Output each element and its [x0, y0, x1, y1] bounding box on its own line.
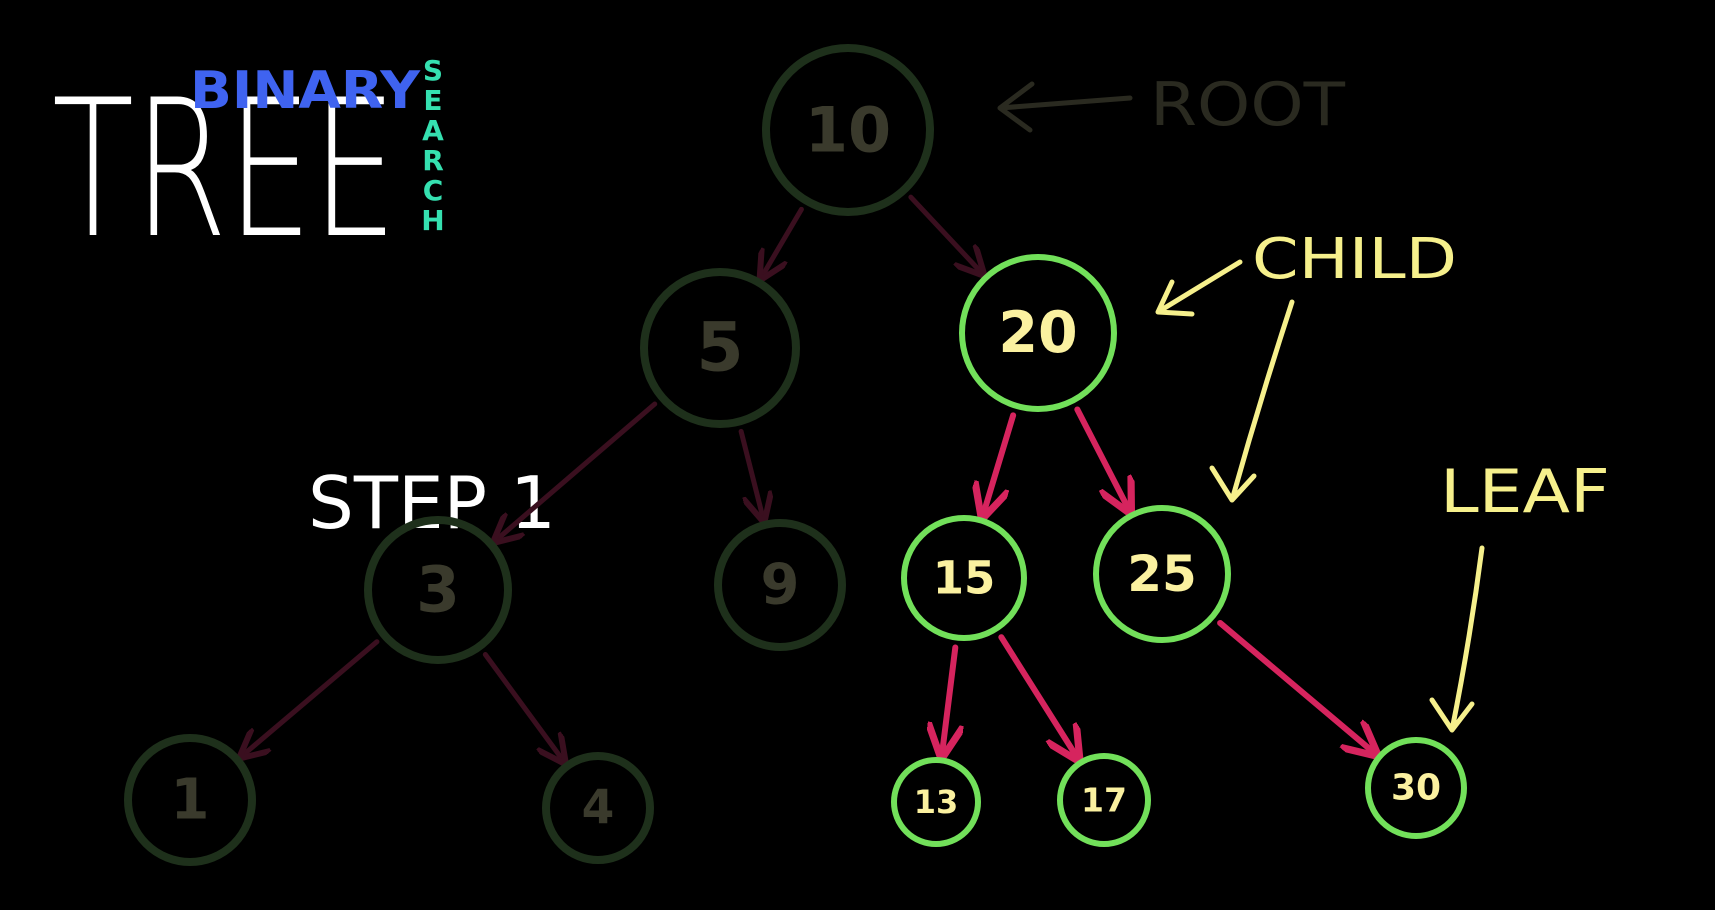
node-circle	[1057, 753, 1151, 847]
edge-15-17	[998, 634, 1076, 756]
tree-edges	[243, 194, 1373, 759]
node-circle	[1365, 737, 1467, 839]
edge-25-30	[1217, 619, 1373, 752]
tree-node-13: 13	[891, 757, 981, 847]
root-label: ROOT	[1150, 70, 1345, 140]
node-label: 25	[1127, 545, 1197, 603]
node-circle	[640, 268, 800, 428]
title-search-letter: R	[422, 144, 444, 177]
tree-node-1: 1	[124, 734, 256, 866]
leaf-label: LEAF	[1440, 457, 1610, 527]
tree-node-15: 15	[901, 515, 1027, 641]
root-arrow	[997, 81, 1133, 133]
node-circle	[542, 752, 654, 864]
node-label: 10	[805, 94, 891, 167]
title-binary: BINARY	[190, 61, 421, 121]
title-search-letter: H	[421, 204, 444, 237]
leaf-annotation: LEAF	[1429, 457, 1610, 733]
node-circle	[124, 734, 256, 866]
node-label: 4	[582, 781, 615, 836]
node-circle	[901, 515, 1027, 641]
tree-node-9: 9	[714, 519, 846, 651]
tree-node-4: 4	[542, 752, 654, 864]
title-search-letter: S	[423, 54, 443, 87]
edge-15-13	[942, 644, 955, 752]
node-circle	[364, 516, 512, 664]
title-search-letter: A	[422, 114, 444, 147]
edge-10-5	[763, 206, 804, 275]
node-label: 17	[1081, 781, 1127, 820]
edge-20-15	[984, 412, 1017, 513]
edge-5-3	[497, 401, 658, 539]
child-arrow-to-20	[1155, 259, 1243, 317]
child-arrow-to-25	[1209, 299, 1295, 503]
child-annotation: CHILD	[1155, 227, 1457, 503]
title-search-letter: C	[423, 174, 444, 207]
title-tree: TREE	[52, 59, 397, 280]
tree-node-10: 10	[762, 44, 934, 216]
tree-node-30: 30	[1365, 737, 1467, 839]
node-label: 30	[1391, 768, 1441, 809]
title-search-letter: E	[423, 84, 442, 117]
child-label: CHILD	[1252, 227, 1457, 292]
node-label: 13	[914, 783, 959, 821]
tree-node-25: 25	[1093, 505, 1231, 643]
edge-20-25	[1074, 406, 1128, 508]
node-label: 3	[416, 554, 460, 627]
step-label: STEP 1	[308, 461, 556, 545]
node-label: 9	[761, 553, 800, 618]
node-label: 20	[998, 300, 1077, 366]
leaf-arrow-to-30	[1429, 545, 1485, 733]
tree-node-17: 17	[1057, 753, 1151, 847]
node-circle	[762, 44, 934, 216]
tree-nodes: 10 5 3 9 1 4 20 15 25 13 17 30	[124, 44, 1467, 866]
node-circle	[959, 254, 1117, 412]
edge-10-20	[908, 194, 981, 272]
tree-node-5: 5	[640, 268, 800, 428]
node-circle	[714, 519, 846, 651]
node-circle	[1093, 505, 1231, 643]
tree-node-20: 20	[959, 254, 1117, 412]
edge-3-4	[482, 651, 562, 759]
edge-3-1	[243, 639, 380, 755]
node-label: 15	[933, 552, 996, 605]
edge-5-9	[738, 428, 763, 517]
root-annotation: ROOT	[997, 70, 1345, 140]
node-label: 5	[696, 309, 743, 388]
node-circle	[891, 757, 981, 847]
tree-node-3: 3	[364, 516, 512, 664]
node-label: 1	[171, 768, 210, 833]
